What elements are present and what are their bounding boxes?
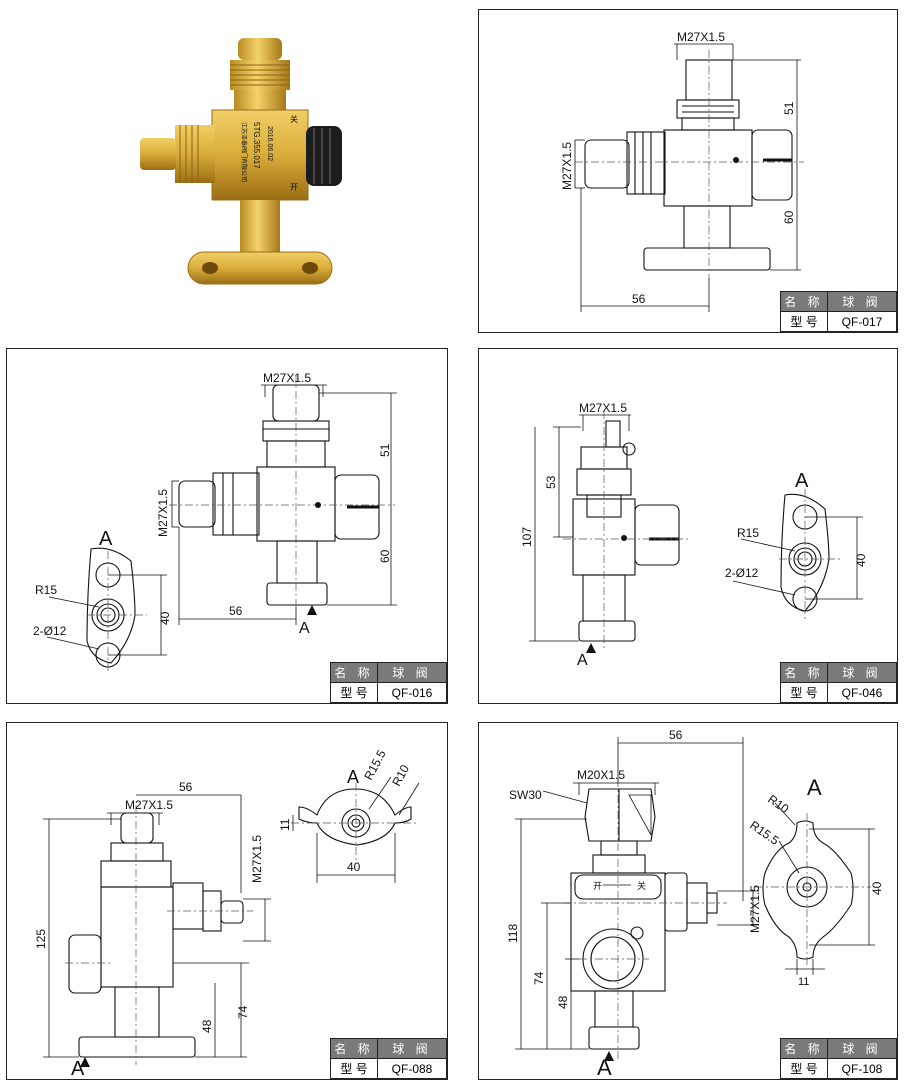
dim-total-height: 118	[506, 924, 520, 943]
panel-qf-046: A R15 2-Ø12 40 M27X1.5 53 107 A 名 称球 阀 型…	[478, 348, 898, 704]
panel-qf-108: 开 关	[478, 722, 898, 1080]
title-name-value: 球 阀	[377, 1038, 447, 1059]
dim-upper-height: 53	[544, 475, 558, 489]
dim-slot: 11	[798, 976, 809, 988]
label-open: 开	[593, 881, 602, 891]
drawing-qf-046: A R15 2-Ø12 40 M27X1.5 53 107 A	[520, 401, 868, 669]
title-name-label: 名 称	[330, 662, 378, 683]
title-name-value: 球 阀	[827, 1038, 897, 1059]
dim-side-thread: M27X1.5	[748, 885, 762, 933]
view-label: A	[807, 775, 822, 800]
dim-radius: R15	[35, 583, 57, 597]
section-arrow-label: A	[71, 1058, 85, 1080]
dim-top-thread: M20X1.5	[577, 768, 625, 782]
dim-width: 56	[179, 780, 193, 794]
dim-top-thread: M27X1.5	[677, 30, 725, 44]
dim-pitch: 40	[854, 553, 868, 567]
dim-width: 56	[229, 604, 243, 618]
drawing-qf-088: M27X1.5 56 M27X1.5 125 74 48 A R15.5 R10…	[34, 747, 420, 1080]
dim-width: 56	[669, 728, 683, 742]
photo-marking-maker: 江苏泽泰阀门有限公司	[240, 122, 248, 182]
dim-pitch: 40	[870, 881, 884, 895]
title-name-label: 名 称	[780, 1038, 828, 1059]
drawing-qf-016: A R15 2-Ø12 40 M27X1.5 M27X1.5 51 60 56 …	[33, 371, 397, 673]
label-close: 关	[637, 880, 646, 891]
dim-slot: 11	[278, 818, 292, 831]
view-label: A	[795, 470, 809, 492]
dim-r2: R10	[389, 762, 412, 788]
title-model-label: 型 号	[780, 311, 828, 332]
dim-holes: 2-Ø12	[33, 624, 67, 638]
dim-total-height: 107	[520, 527, 534, 547]
title-model-value: QF-017	[827, 311, 897, 332]
dim-side-thread: M27X1.5	[250, 835, 264, 883]
dim-holes: 2-Ø12	[725, 566, 759, 580]
dim-h74: 74	[236, 1005, 250, 1019]
title-name-label: 名 称	[330, 1038, 378, 1059]
drawing-qf-108: 开 关	[506, 728, 884, 1080]
panel-qf-016: A R15 2-Ø12 40 M27X1.5 M27X1.5 51 60 56 …	[6, 348, 448, 704]
dim-width: 56	[632, 292, 646, 306]
dim-radius: R15	[737, 526, 759, 540]
dim-top-thread: M27X1.5	[579, 401, 627, 415]
dim-top-thread: M27X1.5	[263, 371, 311, 385]
dim-side-thread: M27X1.5	[156, 489, 170, 537]
dim-h48: 48	[556, 995, 570, 1009]
section-arrow-label: A	[577, 652, 588, 669]
title-name-value: 球 阀	[377, 662, 447, 683]
drawing-qf-017: M27X1.5 M27X1.5 51 60 56	[560, 30, 804, 312]
title-model-value: QF-108	[827, 1058, 897, 1079]
valve-photo-illustration: 5TG.355.017 江苏泽泰阀门有限公司 2016.06.02 关 开	[140, 38, 342, 285]
title-model-value: QF-046	[827, 682, 897, 703]
title-model-label: 型 号	[330, 1058, 378, 1079]
photo-marking-open: 开	[290, 183, 298, 192]
title-name-label: 名 称	[780, 291, 828, 312]
view-label: A	[99, 528, 113, 550]
dim-upper-height: 51	[782, 101, 796, 115]
dim-pitch: 40	[347, 860, 361, 874]
dim-h74: 74	[532, 971, 546, 985]
photo-marking-model: 5TG.355.017	[252, 122, 261, 169]
title-model-label: 型 号	[780, 682, 828, 703]
dim-h48: 48	[200, 1019, 214, 1033]
valve-photo: 5TG.355.017 江苏泽泰阀门有限公司 2016.06.02 关 开	[130, 30, 350, 290]
dim-r2: R15.5	[747, 818, 782, 848]
dim-total-height: 125	[34, 929, 48, 949]
dim-r1: R10	[765, 792, 791, 816]
title-model-label: 型 号	[330, 682, 378, 703]
section-arrow-label: A	[597, 1055, 612, 1080]
title-name-label: 名 称	[780, 662, 828, 683]
dim-lower-height: 60	[782, 210, 796, 224]
dim-r1: R15.5	[361, 747, 389, 782]
dim-lower-height: 60	[378, 549, 392, 563]
title-model-value: QF-088	[377, 1058, 447, 1079]
dim-upper-height: 51	[378, 443, 392, 457]
panel-qf-088: M27X1.5 56 M27X1.5 125 74 48 A R15.5 R10…	[6, 722, 448, 1080]
dim-pitch: 40	[158, 611, 172, 625]
title-name-value: 球 阀	[827, 291, 897, 312]
dim-top-thread: M27X1.5	[125, 798, 173, 812]
photo-marking-close: 关	[290, 114, 298, 124]
photo-marking-date: 2016.06.02	[266, 126, 273, 161]
title-model-value: QF-016	[377, 682, 447, 703]
title-name-value: 球 阀	[827, 662, 897, 683]
view-label: A	[347, 767, 359, 787]
section-arrow-label: A	[299, 620, 310, 637]
dim-hex: SW30	[509, 788, 542, 802]
dim-side-thread: M27X1.5	[560, 142, 574, 190]
title-model-label: 型 号	[780, 1058, 828, 1079]
